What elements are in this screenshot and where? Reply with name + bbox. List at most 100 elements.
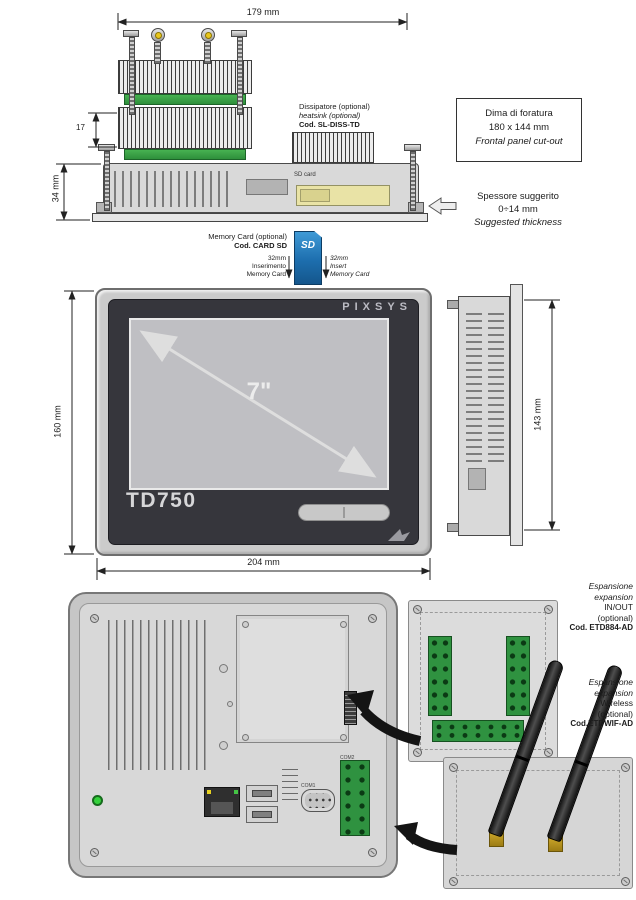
ethernet-led-green <box>234 790 238 794</box>
sd-card: SD <box>294 231 322 285</box>
sd-logo: SD <box>301 240 315 251</box>
battery-holder-inner <box>300 189 330 202</box>
io-module-screw <box>413 748 422 757</box>
sd-left-line2: Inserimento <box>252 263 286 270</box>
thickness-note-line2: 0÷14 mm <box>498 204 538 215</box>
back-vent-grid <box>108 620 212 770</box>
heatsink-note-line3: Cod. SL-DISS-TD <box>299 120 360 129</box>
cutout-note-box: Dima di foratura 180 x 144 mm Frontal pa… <box>456 98 582 162</box>
heatsink-screw-shaft <box>154 42 161 64</box>
thickness-note: Spessore suggerito 0÷14 mm Suggested thi… <box>452 190 584 229</box>
cutout-note-line2: 180 x 144 mm <box>488 122 550 133</box>
pcb-strip-lower <box>124 149 246 160</box>
back-hole <box>227 701 233 707</box>
back-screw <box>368 614 377 623</box>
clamp-screw-head <box>404 144 421 151</box>
io-module-screw <box>544 605 553 614</box>
wifi-note-line5: Cod.ETDWIF-AD <box>570 719 633 728</box>
expansion-io-note: Espansione expansion IN/OUT (optional) C… <box>558 581 633 634</box>
usb-port-1 <box>246 785 278 802</box>
clamp-screw-shaft <box>410 151 416 211</box>
power-led <box>92 795 103 806</box>
expansion-bay <box>236 615 349 743</box>
mounting-bolt-shaft <box>237 37 243 115</box>
dim-side-height-label: 143 mm <box>532 398 543 431</box>
thickness-note-line1: Spessore suggerito <box>477 191 559 202</box>
brand-mark-icon <box>388 529 410 541</box>
ethernet-port <box>204 787 240 817</box>
memory-card-note: Memory Card (optional) Cod. CARD SD <box>172 232 287 250</box>
io-module-screw <box>544 748 553 757</box>
back-hole <box>219 741 228 750</box>
bay-screw <box>242 734 249 741</box>
terminal-block <box>340 760 370 836</box>
side-block <box>468 468 486 490</box>
sd-left-line1: 32mm <box>267 255 286 262</box>
sd-insert-note-left: 32mm Inserimento Memory Card <box>208 255 286 279</box>
back-hole <box>219 664 228 673</box>
heatsink-fins-lower <box>118 107 252 149</box>
wireless-module <box>443 757 633 889</box>
bay-screw <box>340 734 347 741</box>
wireless-module-screw <box>621 877 630 886</box>
connector-pins <box>345 692 356 724</box>
dim-top-width-label: 179 mm <box>246 7 280 17</box>
front-slot-divider <box>343 507 345 518</box>
front-panel-flange-top-view <box>92 213 428 222</box>
wifi-note-line2: expansion <box>594 687 633 698</box>
sd-slot-label: SD card <box>294 172 316 178</box>
heatsink-note-line1: Dissipatore (optional) <box>299 102 370 111</box>
mounting-bolt-head <box>123 30 139 37</box>
dim-front-height-label: 160 mm <box>52 405 63 438</box>
side-vents-col1 <box>466 312 482 462</box>
bay-screw <box>242 621 249 628</box>
dim-fin-label: 17 <box>76 123 85 132</box>
heatsink-note: Dissipatore (optional) heatsink (optiona… <box>299 102 370 129</box>
usb-slot <box>252 790 272 797</box>
pinout-legend <box>282 764 298 800</box>
mounting-bolt-head <box>231 30 247 37</box>
wifi-note-line4: (optional) <box>597 708 633 719</box>
heatsink-fins-upper <box>118 60 252 94</box>
mounting-bolt-shaft <box>129 37 135 115</box>
sd-right-line1: 32mm <box>330 255 349 262</box>
bay-screw <box>340 621 347 628</box>
clamp-screw-shaft <box>104 151 110 211</box>
cutout-note-line3: Frontal panel cut-out <box>475 136 563 147</box>
pcb-strip-upper <box>124 94 246 105</box>
com2-label: COM2 <box>340 755 355 761</box>
sd-insert-note-right: 32mm Insert Memory Card <box>330 255 408 279</box>
com-db9-port <box>301 789 335 812</box>
io-note-line2: expansion <box>594 591 633 602</box>
usb-slot <box>252 811 272 818</box>
heatsink-fins-right <box>292 132 374 163</box>
wireless-module-outline <box>456 770 620 876</box>
expansion-wifi-note: Espansione expansion Wireless (optional)… <box>558 677 633 730</box>
usb-port-2 <box>246 806 278 823</box>
io-terminal-connector-left <box>428 636 452 716</box>
io-note-line4: (optional) <box>597 612 633 623</box>
heatsink-note-line2: heatsink (optional) <box>299 111 361 120</box>
io-terminal-connector-bottom <box>432 720 524 742</box>
io-note-line3: IN/OUT <box>604 602 633 612</box>
ethernet-slot <box>211 802 233 814</box>
screen-diagonal-label: 7" <box>246 378 272 405</box>
io-terminal-connector-right <box>506 636 530 716</box>
sd-left-line3: Memory Card <box>246 271 286 278</box>
wifi-note-line3: Wireless <box>600 698 633 708</box>
back-screw <box>90 614 99 623</box>
ethernet-led-yellow <box>207 790 211 794</box>
vent-slots-top <box>114 171 234 207</box>
wireless-module-screw <box>621 763 630 772</box>
expansion-bus-connector <box>344 691 357 725</box>
front-model-label: TD750 <box>126 489 197 512</box>
heatsink-screw-shaft <box>204 42 211 64</box>
sd-slot <box>246 179 288 195</box>
front-brand-label: PIXSYS <box>342 301 412 313</box>
antenna-joint <box>574 759 589 767</box>
wireless-module-screw <box>449 877 458 886</box>
wifi-note-line1: Espansione <box>588 677 633 687</box>
io-note-line5: Cod. ETD884-AD <box>569 623 633 632</box>
sd-right-line2: Insert <box>330 263 347 270</box>
